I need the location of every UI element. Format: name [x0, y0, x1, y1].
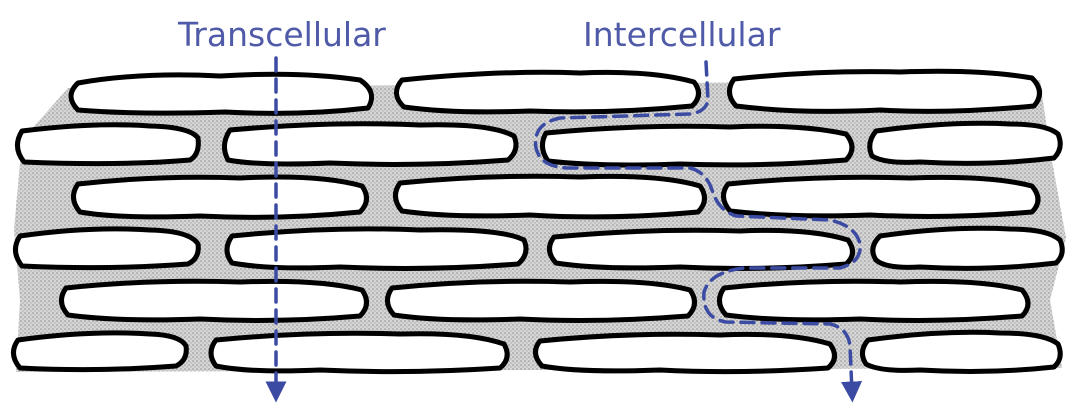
- corneocyte: [227, 229, 526, 269]
- cell-row-3: [73, 176, 1038, 217]
- corneocyte: [396, 72, 698, 112]
- corneocyte: [15, 229, 198, 268]
- transcellular-label: Transcellular: [177, 15, 386, 54]
- corneocyte: [542, 126, 852, 165]
- corneocyte: [719, 281, 1028, 320]
- corneocyte: [387, 281, 694, 320]
- corneocyte: [729, 71, 1039, 111]
- cell-row-1: [71, 71, 1040, 113]
- corneocyte: [395, 176, 704, 217]
- corneocyte: [73, 177, 366, 217]
- corneocyte: [723, 177, 1038, 216]
- corneocyte: [17, 125, 198, 164]
- corneocyte: [535, 334, 834, 371]
- corneocyte: [211, 333, 507, 371]
- corneocyte: [71, 74, 372, 113]
- corneocyte: [862, 332, 1060, 371]
- corneocyte: [13, 333, 186, 370]
- intercellular-label: Intercellular: [583, 15, 781, 54]
- cell-row-5: [61, 281, 1028, 320]
- corneocyte: [224, 124, 516, 165]
- corneocyte: [61, 281, 366, 320]
- corneocyte: [873, 228, 1062, 268]
- lipid-matrix: [14, 80, 1066, 372]
- corneocyte: [870, 123, 1061, 163]
- corneocyte: [549, 230, 852, 268]
